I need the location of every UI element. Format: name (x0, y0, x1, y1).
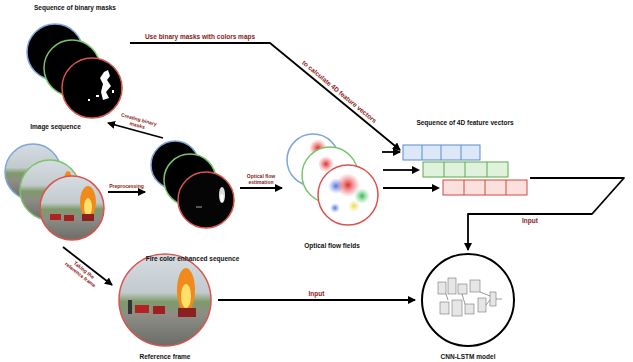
edge-label: Use binary masks with colors maps (135, 33, 265, 40)
flow-ring (318, 165, 378, 225)
mask-blob (100, 70, 111, 100)
arrow-head (412, 166, 420, 174)
image-stack (5, 144, 104, 240)
layer (470, 280, 480, 292)
car (178, 308, 196, 317)
fire (177, 268, 195, 312)
flow-arrow (218, 299, 415, 301)
caption: Optical flow fields (282, 242, 382, 249)
reference-picture (119, 254, 211, 346)
figure-node: Fire color enhanced sequence (145, 138, 240, 263)
flow-stack (287, 134, 378, 225)
figure-node: Optical flow fields (282, 128, 382, 250)
fire (181, 284, 191, 308)
flow-arrow (382, 151, 400, 153)
mask-speck (88, 99, 90, 101)
layer (490, 292, 496, 306)
edge-label: Input (302, 290, 332, 297)
caption: CNN-LSTM model (415, 353, 521, 360)
flow-arrow (240, 187, 282, 189)
fire-region (219, 187, 225, 203)
layer (465, 304, 474, 314)
flow-field (328, 173, 370, 213)
layer (452, 300, 462, 316)
figure-node: Image sequence (3, 122, 108, 247)
caption: Sequence of binary masks (20, 4, 130, 11)
car (64, 215, 74, 221)
vector-cells (464, 180, 506, 195)
vector-cells (444, 162, 487, 177)
photo-ring (40, 176, 104, 240)
vector-cells (422, 145, 461, 160)
photo-ring (119, 254, 211, 346)
figure-node: Sequence of binary masks (20, 3, 130, 123)
edge-label: Preprocessing (107, 184, 147, 190)
flow-arrow (130, 43, 400, 150)
layer (458, 284, 467, 294)
fire (84, 198, 92, 216)
flow-blob (330, 203, 340, 213)
caption: Reference frame (112, 353, 218, 360)
layer (448, 278, 456, 294)
enhanced-frame (178, 172, 234, 228)
model-picture (422, 254, 514, 346)
arrow-head (432, 184, 440, 192)
mask-speck (96, 95, 99, 97)
fire (80, 186, 96, 218)
vector-bar (443, 180, 527, 195)
figure-node: Reference frame (112, 250, 218, 361)
figure-node: CNN-LSTM model (415, 250, 521, 361)
car (135, 305, 149, 313)
flow-frame (318, 165, 378, 225)
caption: Fire color enhanced sequence (145, 255, 240, 262)
model-links (446, 292, 502, 305)
flow-arrow (468, 178, 624, 250)
vector-bar (423, 162, 508, 177)
figure-node: Sequence of 4D feature vectors (400, 118, 530, 200)
caption: Image sequence (3, 123, 108, 130)
layer (478, 298, 486, 312)
note-label: to calculate 4D feature vectors (289, 49, 390, 134)
enhanced-stack (151, 141, 234, 228)
edge-label: Optical flow estimation (241, 174, 281, 185)
person (128, 300, 132, 314)
mask-speck (112, 90, 114, 93)
edge-label: Input (515, 217, 545, 224)
arrow-line (383, 169, 414, 171)
model-frame (422, 254, 514, 346)
photo-frame (40, 176, 104, 240)
car (153, 306, 165, 314)
layer (438, 282, 446, 294)
speck (196, 206, 202, 208)
mask-stack (27, 24, 122, 118)
caption: Sequence of 4D feature vectors (400, 119, 530, 126)
arrow-line (383, 187, 434, 189)
extra-arrows (383, 166, 440, 192)
flow-blob (348, 200, 360, 212)
flow-arrow (108, 191, 145, 193)
edge-label: Taking the reference frame (60, 254, 105, 292)
fire-picture (128, 268, 196, 317)
fire-picture (50, 186, 96, 221)
mask-frame (62, 58, 122, 118)
photo-frame (119, 254, 211, 346)
fire-region (221, 194, 224, 202)
vector-bar (403, 145, 480, 160)
edge-label: Creating binary masks (114, 111, 161, 134)
car (82, 214, 94, 221)
car (50, 214, 61, 220)
layer (440, 302, 449, 314)
